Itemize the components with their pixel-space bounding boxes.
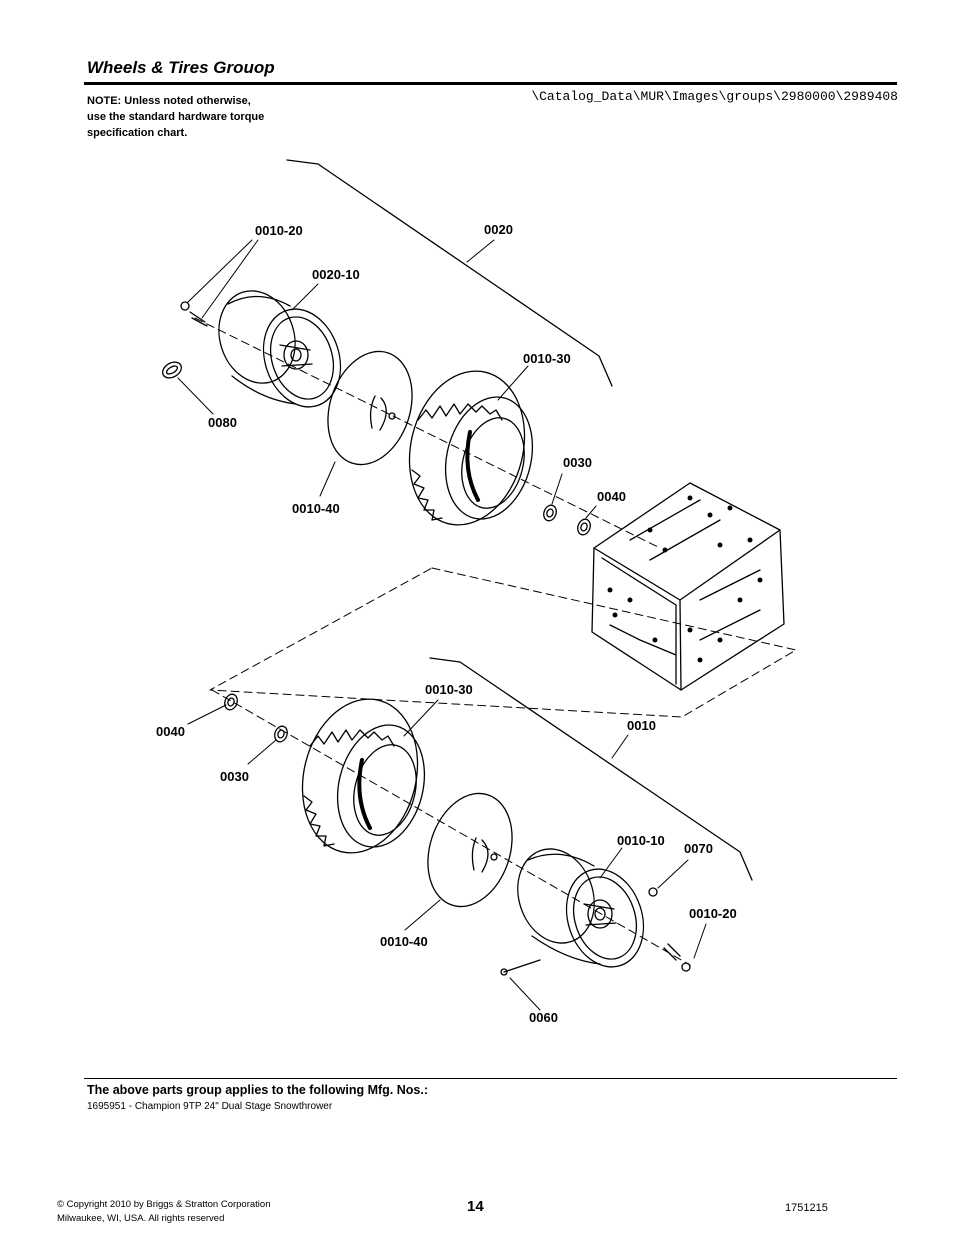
label-0040-upper: 0040 bbox=[597, 489, 626, 504]
label-0070-lower: 0070 bbox=[684, 841, 713, 856]
upper-tire bbox=[408, 370, 534, 526]
lower-washer-0040 bbox=[224, 693, 238, 711]
lower-axis-line bbox=[211, 689, 691, 966]
note-line: NOTE: Unless noted otherwise, bbox=[87, 95, 251, 107]
lower-nut-0070 bbox=[648, 887, 658, 897]
label-0010-20-lower: 0010-20 bbox=[689, 906, 737, 921]
image-path: \Catalog_Data\MUR\Images\groups\2980000\… bbox=[531, 89, 898, 104]
label-0020-upper: 0020 bbox=[484, 222, 513, 237]
auger-housing-frame bbox=[591, 482, 785, 691]
upper-axis-line bbox=[194, 317, 661, 549]
upper-valve-stem bbox=[180, 301, 208, 327]
applies-heading: The above parts group applies to the fol… bbox=[87, 1083, 428, 1097]
page-title: Wheels & Tires Grouop bbox=[87, 58, 275, 77]
label-0010-20-upper: 0010-20 bbox=[255, 223, 303, 238]
lower-dashed-guide bbox=[209, 567, 797, 718]
image-path-container: \Catalog_Data\MUR\Images\groups\2980000\… bbox=[478, 89, 898, 107]
label-0010-40-upper: 0010-40 bbox=[292, 501, 340, 516]
label-0030-upper: 0030 bbox=[563, 455, 592, 470]
copyright-line: Milwaukee, WI, USA. All rights reserved bbox=[57, 1213, 225, 1224]
label-0010-lower: 0010 bbox=[627, 718, 656, 733]
label-0010-30-upper: 0010-30 bbox=[523, 351, 571, 366]
lower-leader-lines bbox=[187, 699, 707, 1011]
exploded-parts-diagram: 0010-20 0020 0020-10 0010-30 0080 0030 0… bbox=[156, 159, 797, 1025]
lower-bolt-0060 bbox=[500, 959, 541, 976]
upper-rim bbox=[218, 290, 342, 408]
label-0010-10-lower: 0010-10 bbox=[617, 833, 665, 848]
upper-leader-lines bbox=[177, 239, 597, 519]
lower-tire bbox=[301, 698, 426, 854]
lower-bracket-line bbox=[429, 657, 753, 881]
applies-rule bbox=[84, 1078, 897, 1079]
upper-washer-0030 bbox=[543, 504, 557, 522]
note-line: specification chart. bbox=[87, 127, 188, 139]
label-0010-30-lower: 0010-30 bbox=[425, 682, 473, 697]
label-0010-40-lower: 0010-40 bbox=[380, 934, 428, 949]
upper-hub-cap bbox=[162, 361, 182, 379]
lower-rim bbox=[517, 848, 645, 968]
document-number: 1751215 bbox=[785, 1202, 828, 1214]
lower-tube bbox=[427, 792, 513, 908]
copyright: © Copyright 2010 by Briggs & Stratton Co… bbox=[57, 1198, 270, 1226]
header-rule bbox=[84, 82, 897, 85]
torque-note: NOTE: Unless noted otherwise, use the st… bbox=[87, 93, 264, 141]
label-0060-lower: 0060 bbox=[529, 1010, 558, 1025]
copyright-line: © Copyright 2010 by Briggs & Stratton Co… bbox=[57, 1199, 271, 1210]
label-0030-lower: 0030 bbox=[220, 769, 249, 784]
label-0080-upper: 0080 bbox=[208, 415, 237, 430]
upper-washer-0040 bbox=[577, 518, 591, 536]
label-0020-10-upper: 0020-10 bbox=[312, 267, 360, 282]
upper-tube bbox=[327, 350, 413, 466]
upper-bracket-line bbox=[286, 159, 613, 387]
applies-item: 1695951 - Champion 9TP 24" Dual Stage Sn… bbox=[87, 1101, 333, 1112]
page-number: 14 bbox=[467, 1198, 484, 1215]
note-line: use the standard hardware torque bbox=[87, 111, 265, 123]
label-0040-lower: 0040 bbox=[156, 724, 185, 739]
